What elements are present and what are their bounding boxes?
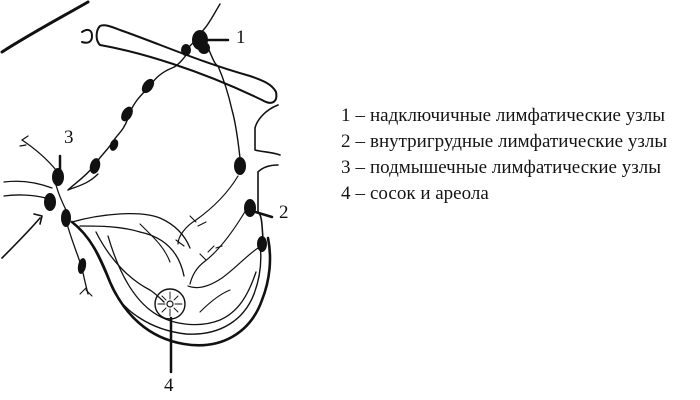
legend-text: внутригрудные лимфатические узлы bbox=[370, 131, 668, 152]
callout-label-4: 4 bbox=[164, 375, 174, 396]
lymph-vessel bbox=[95, 231, 165, 303]
lymph-node-supraclavicular bbox=[198, 42, 210, 54]
lymph-vessel bbox=[107, 235, 257, 326]
lymph-node-chain bbox=[141, 78, 155, 94]
lymph-node-chain bbox=[89, 158, 101, 174]
legend-item-nipple-areola: 4–сосок и ареола bbox=[341, 181, 667, 207]
chest-wall bbox=[254, 104, 281, 156]
lymph-node-internal-thoracic bbox=[234, 157, 246, 175]
legend-separator: – bbox=[355, 183, 366, 204]
lymph-node-axillary bbox=[44, 193, 56, 211]
lymph-vessel bbox=[3, 180, 53, 189]
lymph-nodes bbox=[44, 30, 267, 274]
lymph-vessel bbox=[67, 49, 191, 191]
legend-number: 1 bbox=[341, 105, 351, 126]
legend-separator: – bbox=[355, 157, 366, 178]
lymph-node-internal-thoracic bbox=[244, 199, 256, 217]
legend-separator: – bbox=[355, 105, 366, 126]
legend-text: сосок и ареола bbox=[370, 183, 489, 204]
legend-item-supraclavicular: 1–надключичные лимфатические узлы bbox=[341, 103, 667, 129]
lymph-vessel bbox=[3, 194, 47, 199]
lymph-node-chain bbox=[109, 139, 119, 151]
axilla-arrow bbox=[33, 213, 43, 225]
lymph-vessel bbox=[139, 223, 171, 263]
clavicle bbox=[81, 28, 93, 44]
callout-label-2: 2 bbox=[279, 202, 289, 223]
lymph-node-supraclavicular bbox=[181, 44, 191, 56]
areola-rays bbox=[157, 291, 183, 317]
lymph-node-axillary bbox=[77, 258, 87, 274]
lymph-vessel bbox=[187, 247, 259, 289]
lymph-vessel bbox=[55, 184, 67, 211]
chest-wall bbox=[257, 164, 279, 241]
lymph-node-internal-thoracic bbox=[257, 236, 267, 252]
lymph-vessel bbox=[67, 173, 99, 191]
legend-separator: – bbox=[355, 131, 366, 152]
lymph-vessel bbox=[189, 209, 247, 285]
legend-item-axillary: 3–подмышечные лимфатические узлы bbox=[341, 155, 667, 181]
lymph-vessel bbox=[207, 47, 241, 159]
callout-label-3: 3 bbox=[64, 127, 74, 148]
lymph-vessel bbox=[177, 175, 239, 245]
lymph-vessel bbox=[199, 245, 223, 261]
legend-text: надключичные лимфатические узлы bbox=[370, 105, 665, 126]
lymph-node-axillary bbox=[52, 168, 64, 186]
legend-number: 4 bbox=[341, 183, 351, 204]
lymph-vessel bbox=[21, 139, 57, 171]
lymph-node-axillary bbox=[61, 209, 71, 227]
lymph-vessel bbox=[175, 215, 207, 247]
axilla-arrow bbox=[1, 217, 41, 259]
lymph-vessel bbox=[71, 212, 191, 249]
clavicle bbox=[95, 24, 278, 104]
lymph-vessel bbox=[65, 219, 89, 295]
callout-label-1: 1 bbox=[236, 27, 246, 48]
legend: 1–надключичные лимфатические узлы 2–внут… bbox=[341, 103, 667, 207]
lymph-vessel bbox=[79, 225, 185, 277]
nipple bbox=[166, 300, 174, 308]
breast-outline bbox=[70, 220, 272, 347]
legend-number: 3 bbox=[341, 157, 351, 178]
lymph-node-chain bbox=[121, 106, 133, 122]
lymph-vessel bbox=[19, 135, 29, 147]
breast-outline-inner bbox=[77, 227, 262, 335]
legend-item-internal-thoracic: 2–внутригрудные лимфатические узлы bbox=[341, 129, 667, 155]
legend-text: подмышечные лимфатические узлы bbox=[370, 157, 661, 178]
legend-number: 2 bbox=[341, 131, 351, 152]
lymph-vessel bbox=[79, 287, 93, 297]
shoulder-outline bbox=[0, 0, 90, 54]
lymph-vessel bbox=[199, 289, 231, 313]
